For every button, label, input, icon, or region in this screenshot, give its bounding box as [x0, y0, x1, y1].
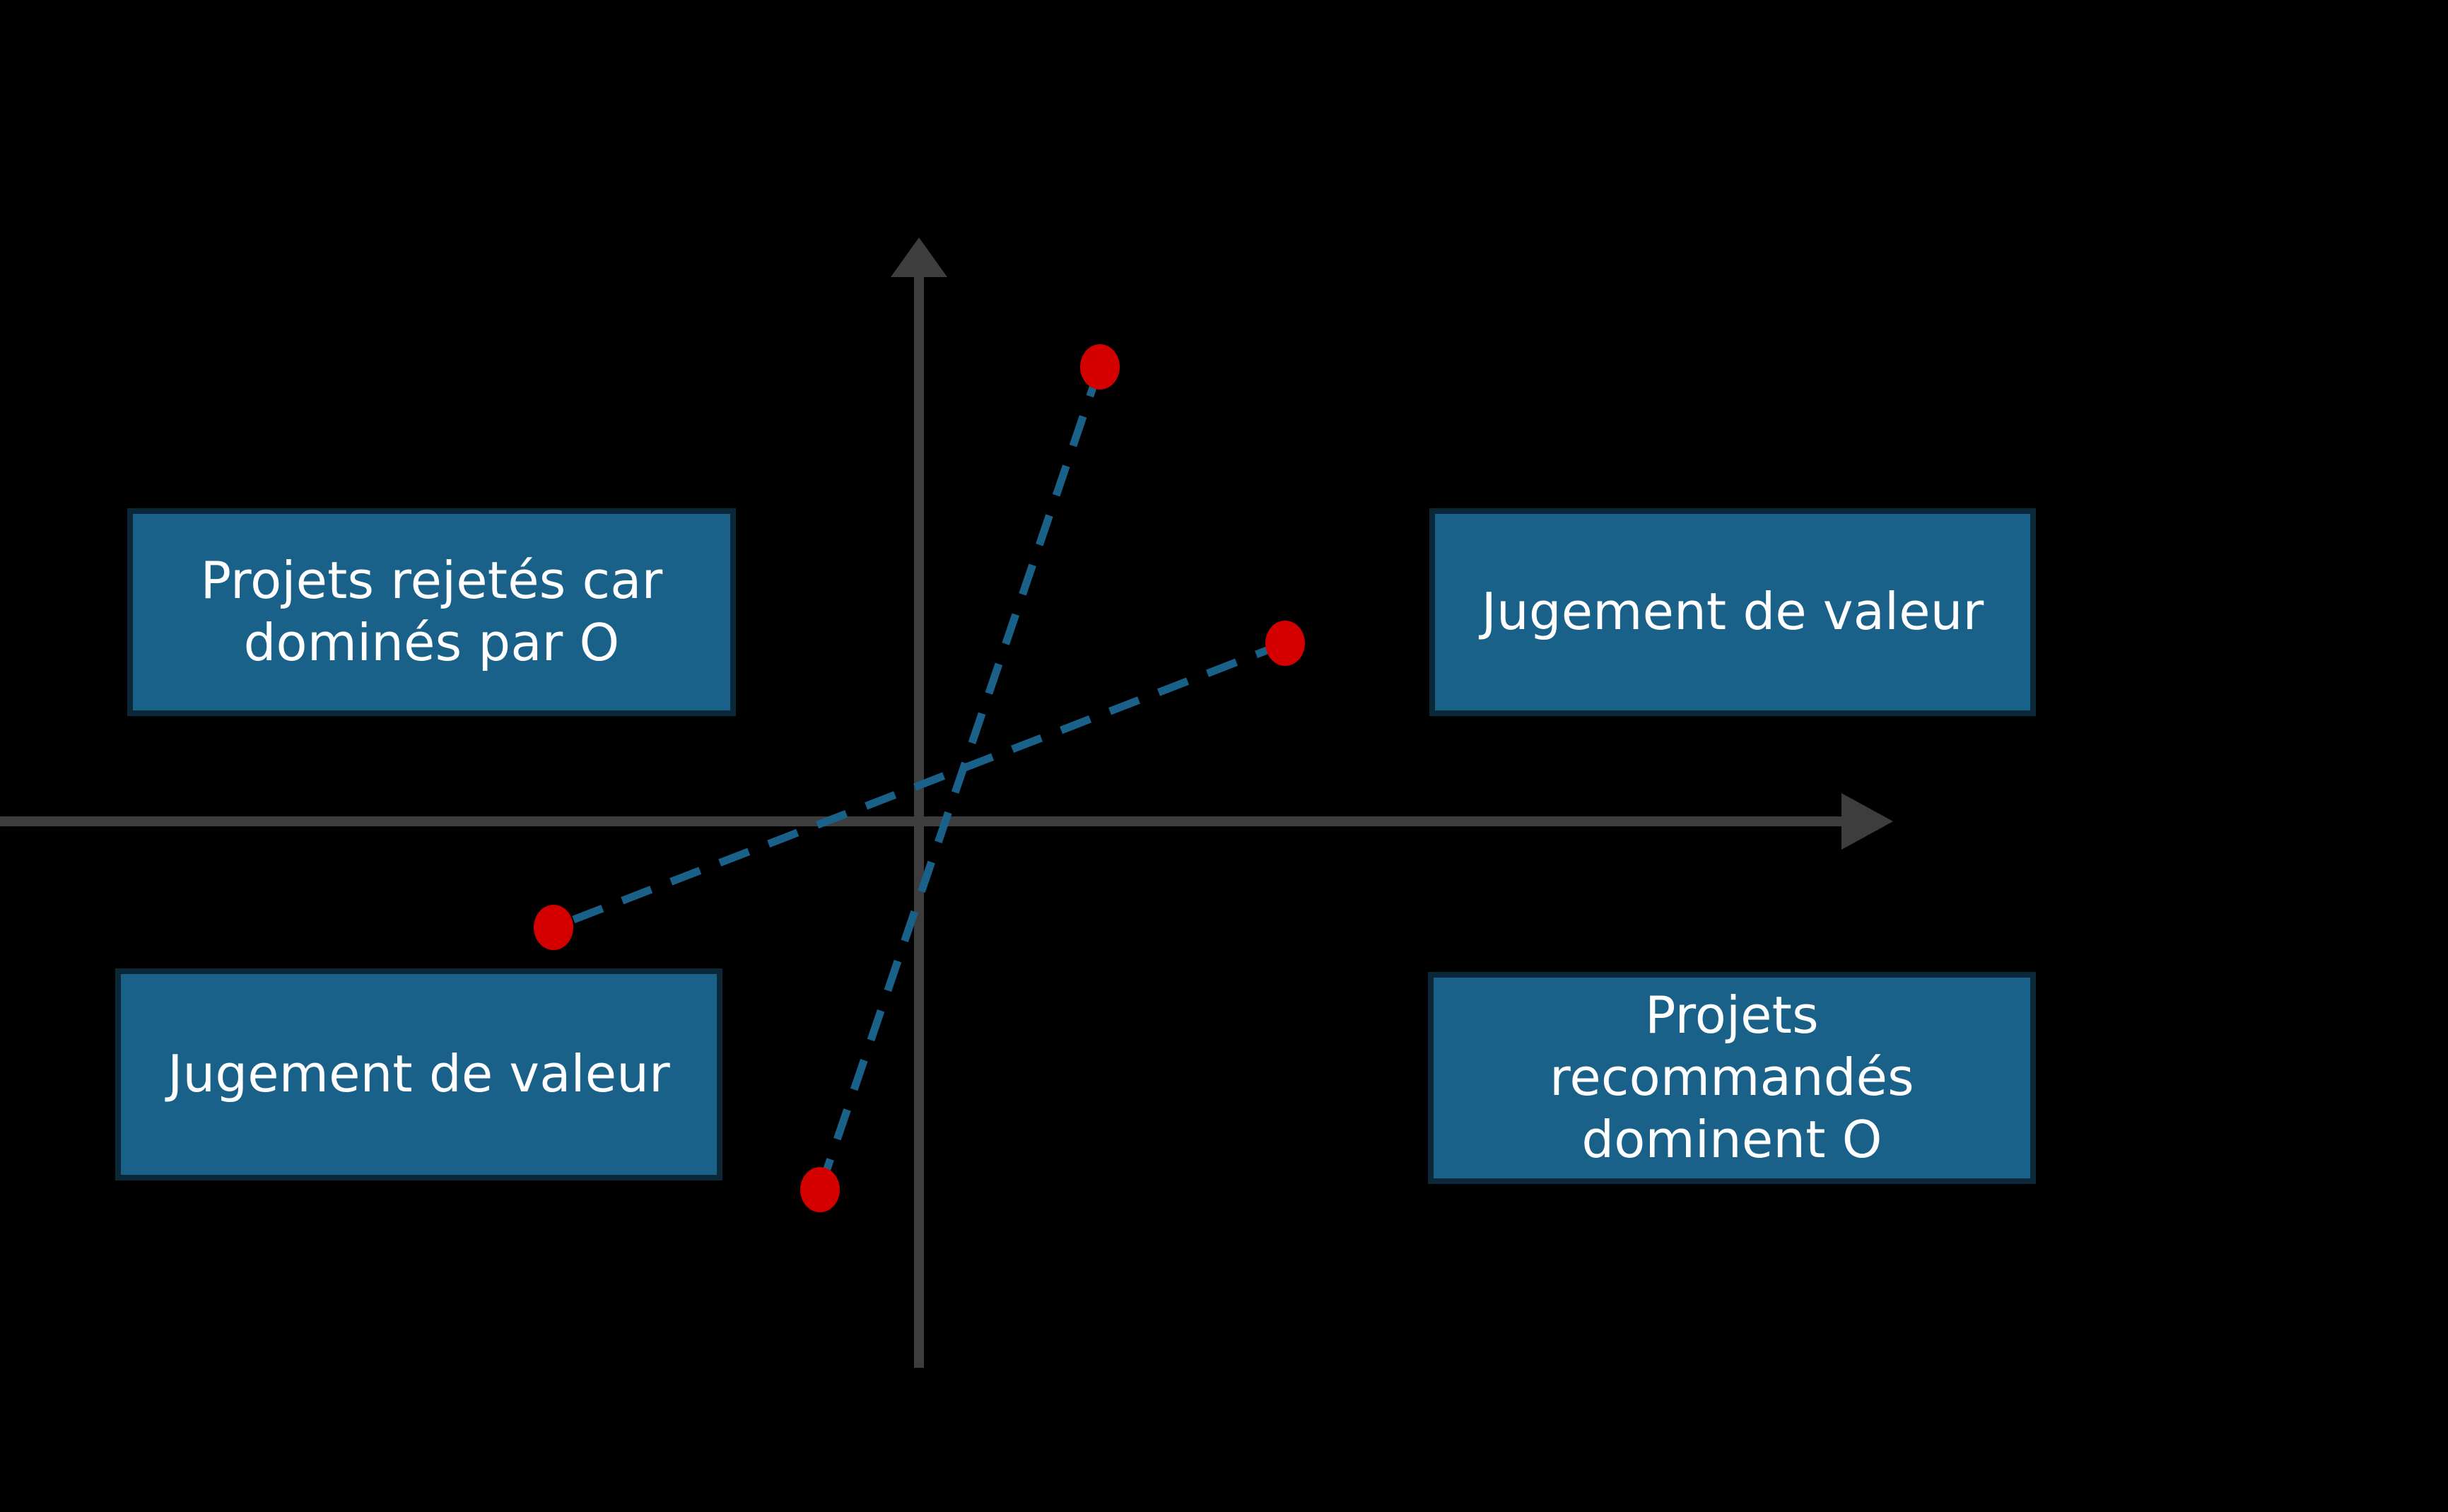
quadrant-label-bottom-right: Projets recommandés dominent O — [1428, 972, 2036, 1184]
data-point-lower[interactable] — [800, 1167, 840, 1212]
data-point-right[interactable] — [1265, 621, 1305, 666]
connector-line-shallow — [552, 639, 1287, 932]
x-axis-arrowhead — [1841, 793, 1893, 850]
quadrant-bottom-right-text: Projets recommandés dominent O — [1550, 985, 1914, 1169]
quadrant-label-bottom-left: Jugement de valeur — [115, 968, 722, 1180]
quadrant-bottom-left-text: Jugement de valeur — [168, 1044, 670, 1104]
data-point-left[interactable] — [534, 905, 573, 950]
y-axis-arrowhead — [891, 238, 947, 277]
quadrant-top-right-text: Jugement de valeur — [1481, 582, 1984, 642]
quadrant-label-top-right: Jugement de valeur — [1429, 508, 2036, 716]
quadrant-top-left-text: Projets rejetés car dominés par O — [200, 551, 663, 672]
connector-line-steep — [816, 365, 1104, 1191]
quadrant-label-top-left: Projets rejetés car dominés par O — [127, 508, 736, 716]
data-point-upper[interactable] — [1080, 344, 1120, 389]
